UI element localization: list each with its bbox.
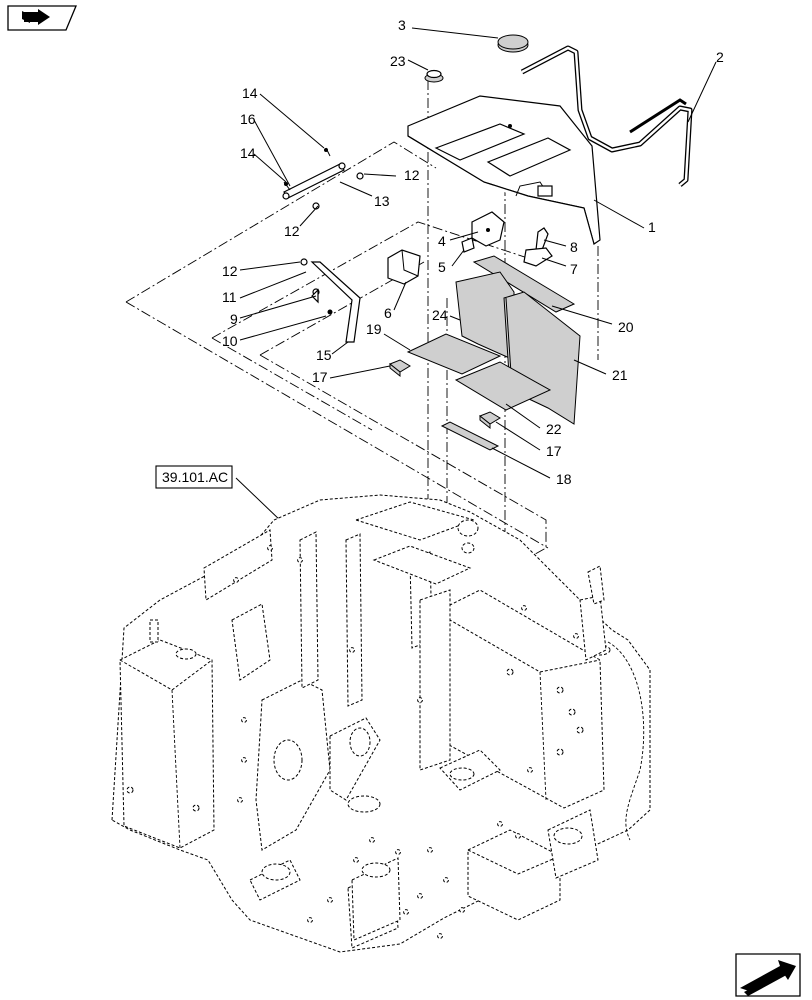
callout-10: 10 (222, 333, 238, 349)
book-arrow-icon[interactable] (7, 5, 77, 31)
plug-part (424, 69, 444, 83)
reference-label: 39.101.AC (162, 469, 228, 485)
callout-6: 6 (384, 305, 392, 321)
callout-18: 18 (556, 471, 572, 487)
cap-part (497, 34, 529, 53)
bolt-part (461, 237, 475, 253)
pad-17a (389, 359, 411, 378)
callout-2: 2 (716, 49, 724, 65)
callout-19: 19 (366, 321, 382, 337)
pad-17b (479, 411, 501, 430)
leader-lines (235, 27, 717, 523)
callout-16: 16 (240, 111, 256, 127)
callout-3: 3 (398, 17, 406, 33)
callout-17b: 17 (546, 443, 562, 459)
pin-part (535, 227, 549, 251)
rubber-stop (523, 247, 553, 267)
callout-8: 8 (570, 239, 578, 255)
next-page-arrow-icon[interactable] (735, 953, 801, 997)
callout-7: 7 (570, 261, 578, 277)
callout-5: 5 (438, 259, 446, 275)
callout-14a: 14 (242, 85, 258, 101)
link-rod (300, 258, 361, 343)
callout-12a: 12 (404, 167, 420, 183)
panel-22 (454, 361, 552, 411)
callout-4: 4 (438, 233, 446, 249)
callout-11: 11 (222, 289, 237, 305)
callout-13: 13 (374, 193, 390, 209)
callout-15: 15 (316, 347, 332, 363)
callout-24: 24 (432, 307, 448, 323)
upper-frame (111, 494, 651, 953)
callout-23: 23 (390, 53, 406, 69)
block-part (387, 249, 421, 285)
hood-stay (282, 147, 364, 210)
strip-18 (440, 421, 500, 451)
callout-17a: 17 (312, 369, 328, 385)
hood-part (407, 95, 601, 245)
latch-bracket (471, 211, 505, 247)
callout-9: 9 (230, 311, 238, 327)
callout-1: 1 (648, 219, 656, 235)
callout-12b: 12 (284, 223, 300, 239)
reference-box[interactable]: 39.101.AC (155, 465, 233, 489)
callout-14b: 14 (240, 145, 256, 161)
callout-21: 21 (612, 367, 628, 383)
callout-labels: 3 23 2 1 14 16 14 12 13 12 4 5 8 7 6 12 … (222, 17, 724, 487)
callout-22: 22 (546, 421, 562, 437)
callout-12c: 12 (222, 263, 238, 279)
callout-20: 20 (618, 319, 634, 335)
panel-19 (406, 333, 502, 375)
